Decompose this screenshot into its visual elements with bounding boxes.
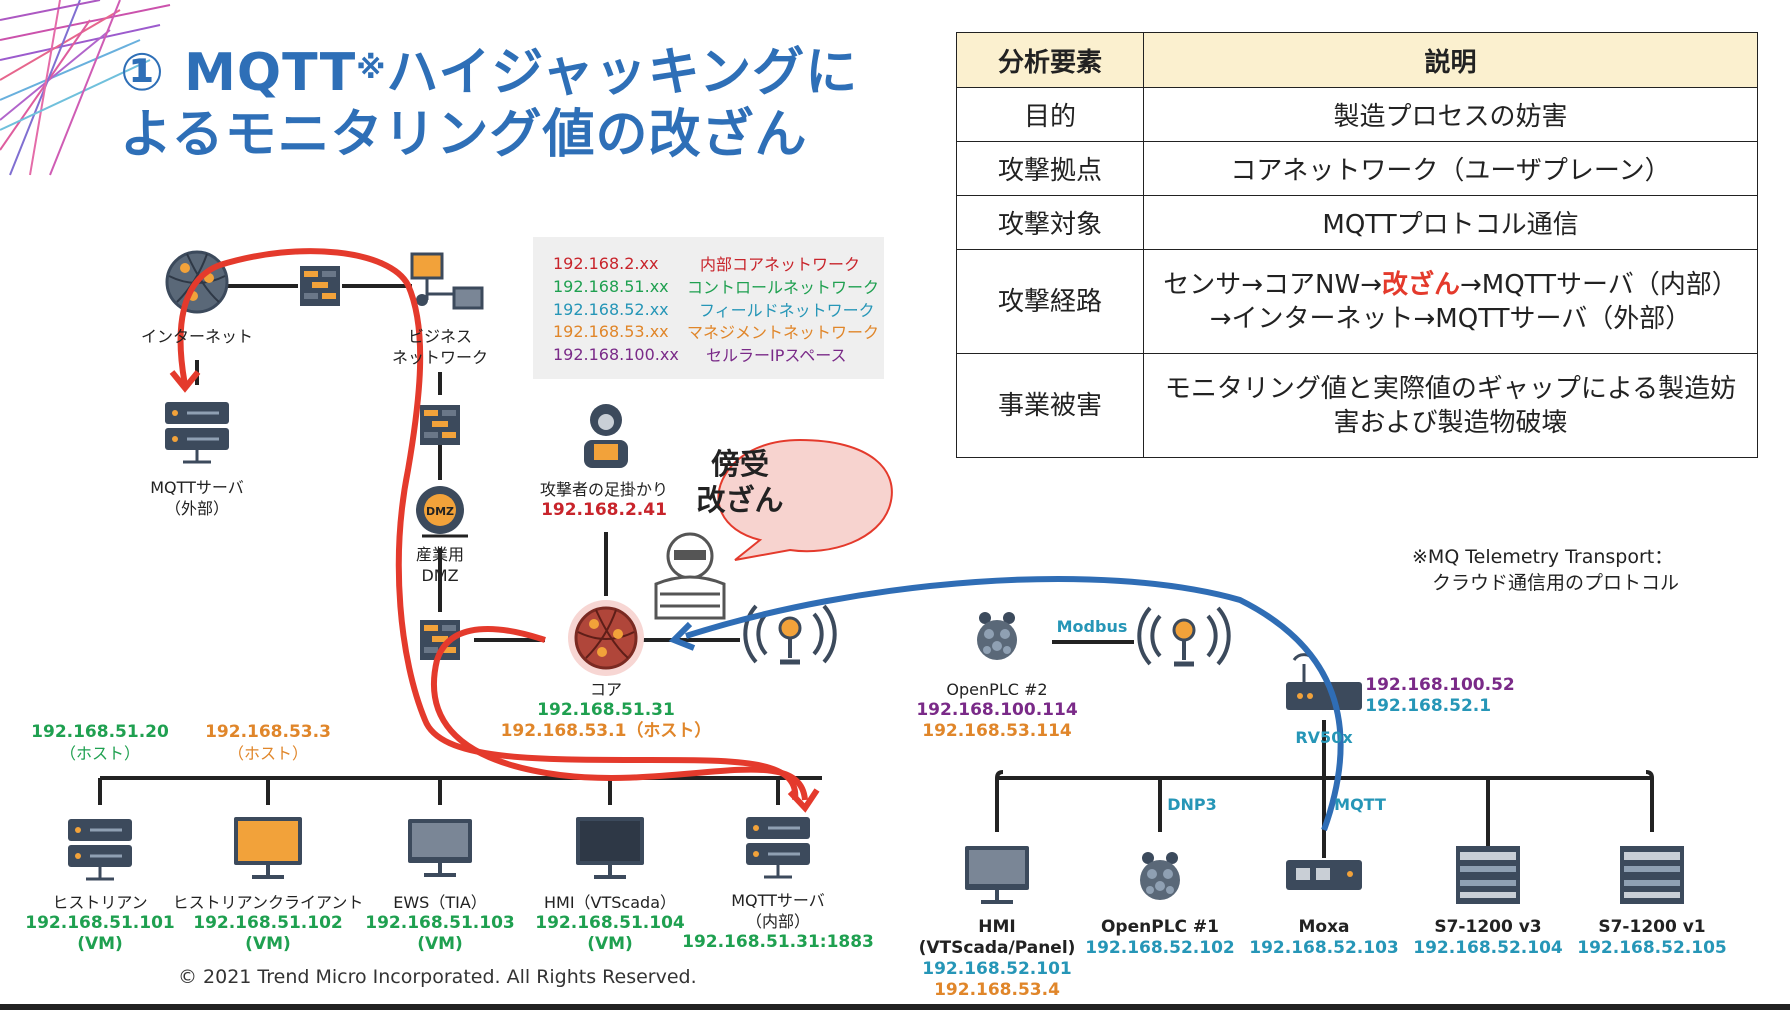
- table-row: 事業被害 モニタリング値と実際値のギャップによる製造妨害および製造物破壊: [956, 353, 1758, 458]
- copyright-footer: © 2021 Trend Micro Incorporated. All Rig…: [178, 966, 697, 988]
- table-key: 事業被害: [956, 353, 1144, 458]
- router-icon: [1286, 653, 1362, 710]
- moxa-icon: [1286, 860, 1362, 890]
- host1-label: 192.168.51.20（ホスト）: [31, 722, 169, 763]
- legend-name: マネジメントネットワーク: [687, 323, 880, 342]
- legend-ip: 192.168.100.xx: [553, 345, 679, 364]
- legend-ip: 192.168.51.xx: [553, 277, 669, 296]
- table-row: 攻撃対象 MQTTプロトコル通信: [956, 195, 1758, 250]
- ip-legend: [533, 237, 884, 379]
- table-key: 攻撃対象: [956, 195, 1144, 250]
- highlight-tamper: 改ざん: [1381, 269, 1460, 300]
- mqtt-link-label: MQTT: [1334, 795, 1386, 814]
- table-key: 攻撃経路: [956, 249, 1144, 354]
- node-business-label: ビジネスネットワーク: [391, 327, 489, 367]
- table-value: センサ→コアNW→改ざん→MQTTサーバ（内部）→インターネット→MQTTサーバ…: [1143, 249, 1758, 354]
- legend-ip: 192.168.2.xx: [553, 254, 659, 273]
- ews-label: EWS（TIA）192.168.51.103(VM): [365, 893, 515, 954]
- legend-name: セルラーIPスペース: [706, 346, 847, 365]
- legend-ip: 192.168.52.xx: [553, 300, 669, 319]
- legend-ip: 192.168.53.xx: [553, 322, 669, 341]
- table-row: 攻撃拠点 コアネットワーク（ユーザプレーン）: [956, 141, 1758, 196]
- bubble-text: 傍受改ざん: [696, 447, 784, 517]
- table-value: コアネットワーク（ユーザプレーン）: [1143, 141, 1758, 196]
- table-value: MQTTプロトコル通信: [1143, 195, 1758, 250]
- table-header: 分析要素: [956, 32, 1144, 88]
- hacker-icon: [654, 532, 726, 620]
- modbus-label: Modbus: [1056, 617, 1128, 636]
- table-key: 攻撃拠点: [956, 141, 1144, 196]
- table-key: 目的: [956, 87, 1144, 142]
- hmi-vm-label: HMI（VTScada）192.168.51.104(VM): [535, 893, 685, 954]
- table-header-row: 分析要素 説明: [956, 32, 1758, 88]
- node-mqtt-ext-label: MQTTサーバ（外部）: [150, 478, 244, 518]
- dnp3-label: DNP3: [1167, 795, 1217, 814]
- attacker-icon: [584, 404, 628, 468]
- legend-name: フィールドネットワーク: [699, 301, 875, 320]
- legend-name: 内部コアネットワーク: [700, 255, 861, 274]
- corner-burst-decoration: [0, 0, 171, 176]
- mqtt-int-label: MQTTサーバ（内部）192.168.51.31:1883: [682, 891, 874, 952]
- table-row: 目的 製造プロセスの妨害: [956, 87, 1758, 142]
- rv50-label: RV50x: [1295, 728, 1353, 747]
- business-network-icon: [410, 252, 484, 310]
- table-row: 攻撃経路 センサ→コアNW→改ざん→MQTTサーバ（内部）→インターネット→MQ…: [956, 249, 1758, 354]
- table-header: 説明: [1143, 32, 1758, 88]
- bottom-rule: [0, 1004, 1790, 1010]
- dmz-badge: DMZ: [426, 505, 454, 518]
- table-value: モニタリング値と実際値のギャップによる製造妨害および製造物破壊: [1143, 353, 1758, 458]
- node-internet-label: インターネット: [140, 327, 254, 346]
- table-value: 製造プロセスの妨害: [1143, 87, 1758, 142]
- analysis-table: 分析要素 説明 目的 製造プロセスの妨害 攻撃拠点 コアネットワーク（ユーザプレ…: [956, 32, 1758, 458]
- footnote: ※MQ Telemetry Transport： クラウド通信用のプロトコル: [1412, 546, 1680, 594]
- page-title: ① MQTT※ハイジャッキングによるモニタリング値の改ざん: [120, 43, 859, 165]
- legend-name: コントロールネットワーク: [687, 278, 880, 297]
- host2-label: 192.168.53.3（ホスト）: [205, 722, 331, 763]
